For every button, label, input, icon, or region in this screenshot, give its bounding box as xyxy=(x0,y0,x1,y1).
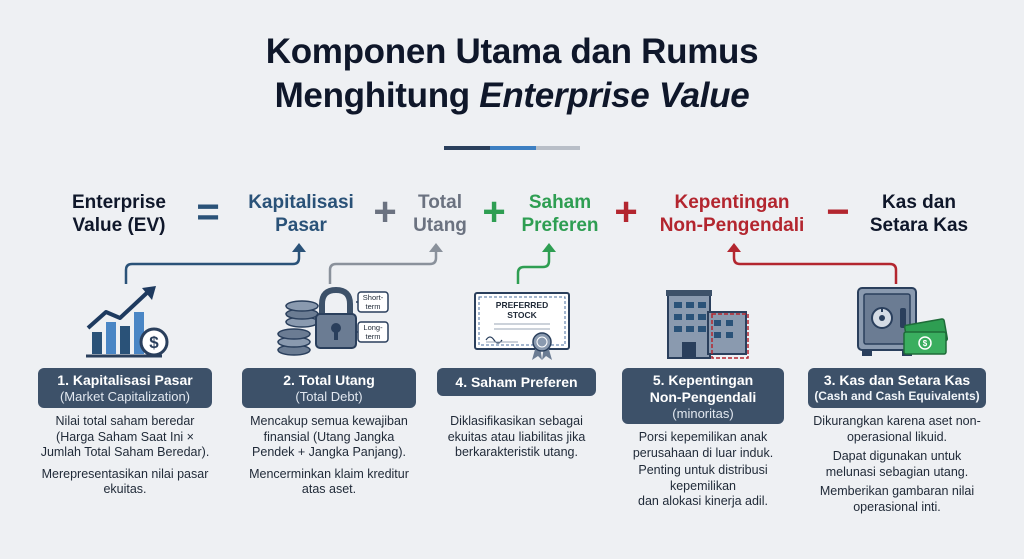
arrow-utang xyxy=(328,248,438,284)
card-kapitalisasi-subtitle: (Market Capitalization) xyxy=(59,389,191,404)
title-line-2-prefix: Menghitung xyxy=(274,76,480,115)
ev-line2: Value (EV) xyxy=(72,215,166,236)
debt-lock-icon: Short- term Long- term xyxy=(277,286,389,356)
card-utang-header: 2. Total Utang (Total Debt) xyxy=(242,368,416,408)
minus-sign: − xyxy=(826,190,850,234)
card-kepentingan-header: 5. Kepentingan Non-Pengendali (minoritas… xyxy=(622,368,784,424)
kas-line1: Kas dan xyxy=(882,192,956,213)
utang-line1: Total xyxy=(418,192,462,213)
card-kas-desc: Dikurangkan karena aset non-operasional … xyxy=(808,414,986,521)
title-line-2-italic: Enterprise Value xyxy=(479,76,750,115)
arrow-kas xyxy=(732,248,898,284)
arrow-saham xyxy=(516,248,551,284)
plus-sign-2: + xyxy=(482,190,506,234)
kep-line1: Kepentingan xyxy=(674,192,790,213)
plus-sign-1: + xyxy=(373,190,397,234)
card-utang-title: 2. Total Utang xyxy=(283,372,375,388)
kas-line2: Setara Kas xyxy=(869,215,969,236)
saham-line2: Preferen xyxy=(521,215,599,236)
card-kepentingan-subtitle: (minoritas) xyxy=(672,405,734,421)
divider-segment-gray xyxy=(536,146,580,150)
card-utang-p1: Mencakup semua kewajiban finansial (Utan… xyxy=(250,414,408,459)
utang-line2: Utang xyxy=(413,215,467,236)
card-utang-subtitle: (Total Debt) xyxy=(295,389,363,404)
card-utang-desc: Mencakup semua kewajiban finansial (Utan… xyxy=(242,414,416,504)
title-line-1: Komponen Utama dan Rumus xyxy=(265,32,759,71)
card-kepentingan-p1: Porsi kepemilikan anak perusahaan di lua… xyxy=(632,430,774,460)
card-kas-p1: Dikurangkan karena aset non-operasional … xyxy=(813,414,981,444)
card-kas-subtitle: (Cash and Cash Equivalents) xyxy=(814,389,980,403)
card-saham-desc: Diklasifikasikan sebagai ekuitas atau li… xyxy=(437,414,596,467)
card-kas-title: 3. Kas dan Setara Kas xyxy=(823,372,971,388)
kap-line2: Pasar xyxy=(275,215,327,236)
card-kapitalisasi-p2: Merepresentasikan nilai pasar ekuitas. xyxy=(41,466,209,497)
card-kepentingan-desc: Porsi kepemilikan anak perusahaan di lua… xyxy=(622,430,784,516)
growth-chart-icon: $ xyxy=(86,286,169,358)
arrow-head-utang xyxy=(429,243,443,252)
tag-long-label: Long- xyxy=(363,323,383,332)
safe-cash-icon: $ xyxy=(857,287,949,356)
page-title: Komponen Utama dan Rumus Menghitung Ente… xyxy=(0,30,1024,118)
equals-sign: = xyxy=(196,190,220,234)
divider-segment-dark xyxy=(444,146,490,150)
arrow-head-kapitalisasi xyxy=(292,243,306,252)
ev-line1: Enterprise xyxy=(72,192,166,213)
buildings-icon xyxy=(666,290,749,359)
card-kapitalisasi-header: 1. Kapitalisasi Pasar (Market Capitaliza… xyxy=(38,368,212,408)
certificate-label-1: PREFERRED xyxy=(496,300,548,310)
card-kas-p3: Memberikan gambaran nilai operasional in… xyxy=(819,484,975,514)
arrow-kapitalisasi xyxy=(124,248,301,284)
title-divider xyxy=(444,146,580,150)
kap-line1: Kapitalisasi xyxy=(248,192,354,213)
card-kepentingan-title2: Non-Pengendali xyxy=(649,388,757,405)
title-line-2: Menghitung Enterprise Value xyxy=(0,74,1024,118)
tag-short-label: Short- xyxy=(363,293,384,302)
plus-sign-3: + xyxy=(614,190,638,234)
card-saham-title: 4. Saham Preferen xyxy=(455,373,578,390)
tag-long-label-2: term xyxy=(366,332,381,341)
divider-segment-blue xyxy=(490,146,536,150)
certificate-label-2: STOCK xyxy=(507,310,537,320)
arrow-head-kas xyxy=(727,243,741,252)
card-kapitalisasi-desc: Nilai total saham beredar (Harga Saham S… xyxy=(38,414,212,504)
card-utang-p2: Mencerminkan klaim kreditur atas aset. xyxy=(249,466,409,497)
certificate-icon: PREFERRED STOCK xyxy=(474,292,570,360)
card-kas-header: 3. Kas dan Setara Kas (Cash and Cash Equ… xyxy=(808,368,986,408)
kep-line2: Non-Pengendali xyxy=(659,215,805,236)
card-kapitalisasi-title: 1. Kapitalisasi Pasar xyxy=(57,372,193,388)
card-kepentingan-p3: dan alokasi kinerja adil. xyxy=(638,494,768,508)
card-kas-p2: Dapat digunakan untuk melunasi sebagian … xyxy=(825,449,969,479)
card-kapitalisasi-p1: Nilai total saham beredar (Harga Saham S… xyxy=(40,414,210,459)
svg-text:$: $ xyxy=(149,333,159,352)
arrow-head-saham xyxy=(542,243,556,252)
svg-text:$: $ xyxy=(923,339,928,348)
card-saham-header: 4. Saham Preferen xyxy=(437,368,596,396)
card-saham-p1: Diklasifikasikan sebagai ekuitas atau li… xyxy=(447,414,586,459)
tag-short-label-2: term xyxy=(366,302,381,311)
saham-line1: Saham xyxy=(528,192,592,213)
card-kepentingan-p2: Penting untuk distribusi kepemilikan xyxy=(638,463,768,493)
card-kepentingan-title: 5. Kepentingan xyxy=(652,371,754,388)
